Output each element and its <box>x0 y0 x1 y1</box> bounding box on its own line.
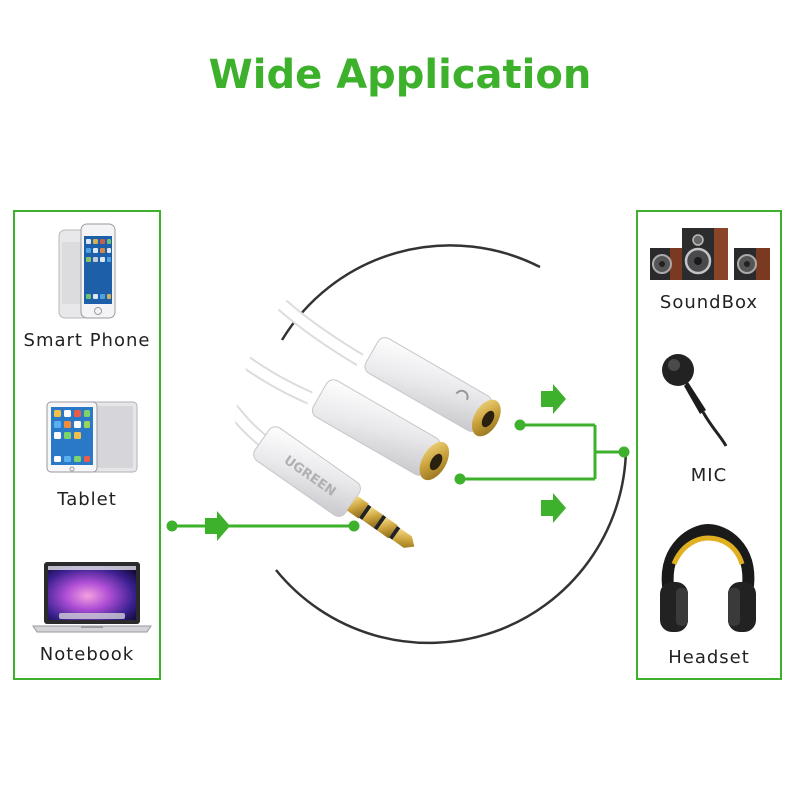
arrow-icons <box>205 384 566 541</box>
connection-dots <box>166 419 630 532</box>
microphone-icon <box>650 350 770 450</box>
arrow-right-icon <box>541 493 566 523</box>
source-devices-panel: Smart Phone Tablet <box>13 210 161 680</box>
output-label-headset: Headset <box>668 647 750 668</box>
output-label-mic: MIC <box>690 465 728 486</box>
laptop-icon <box>29 560 155 636</box>
arrow-right-icon <box>541 384 566 414</box>
magnifier-circle <box>235 236 629 645</box>
speakers-icon <box>648 226 774 282</box>
source-label-smartphone: Smart Phone <box>23 330 151 351</box>
connection-lines <box>172 423 624 528</box>
arrow-right-icon <box>205 511 230 541</box>
mic-jack-connector <box>311 379 450 481</box>
page-title: Wide Application <box>208 52 592 98</box>
smartphone-icon <box>57 222 123 322</box>
tablet-icon <box>45 400 139 474</box>
output-devices-panel: SoundBox MIC Headset <box>636 210 782 680</box>
source-label-notebook: Notebook <box>39 644 135 665</box>
output-label-soundbox: SoundBox <box>659 292 759 313</box>
headphone-jack-connector <box>364 337 501 437</box>
headphones-icon <box>654 524 762 644</box>
source-label-tablet: Tablet <box>57 489 117 510</box>
